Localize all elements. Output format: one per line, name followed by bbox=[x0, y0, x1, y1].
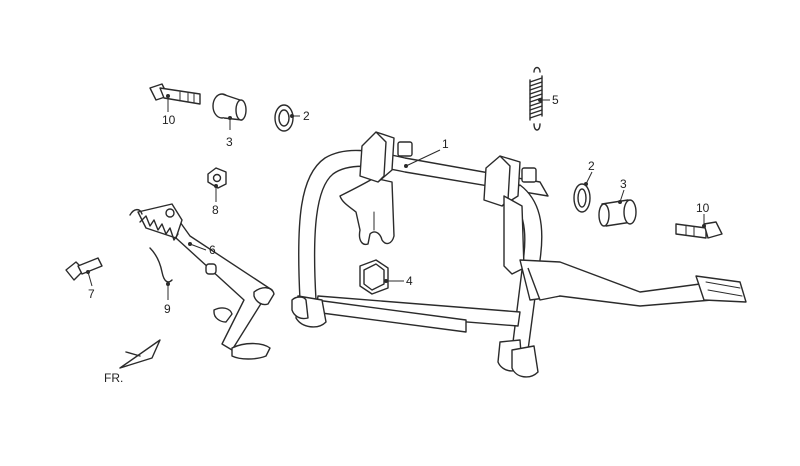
bushing-part-3-right bbox=[598, 199, 637, 227]
spring-part-9 bbox=[129, 208, 179, 283]
front-direction-arrow bbox=[119, 339, 161, 369]
front-label: FR. bbox=[104, 371, 123, 385]
rubber-block-part-4 bbox=[359, 259, 389, 295]
callout-5: 5 bbox=[552, 93, 559, 107]
bolt-part-10-right bbox=[675, 221, 723, 239]
callout-3-left: 3 bbox=[226, 135, 233, 149]
callout-8: 8 bbox=[212, 203, 219, 217]
callout-1: 1 bbox=[442, 137, 449, 151]
leader-lines bbox=[86, 94, 706, 300]
side-stand bbox=[137, 203, 275, 360]
washer-part-2-left bbox=[274, 104, 294, 132]
washer-part-2-right bbox=[573, 183, 591, 213]
callout-2-left: 2 bbox=[303, 109, 310, 123]
callout-6: 6 bbox=[209, 243, 216, 257]
nut-part-8 bbox=[207, 167, 227, 189]
pin-part-6 bbox=[205, 263, 217, 275]
spring-part-5 bbox=[529, 66, 543, 131]
callout-10-left: 10 bbox=[162, 113, 176, 127]
callout-10-right: 10 bbox=[696, 201, 710, 215]
callout-7: 7 bbox=[88, 287, 95, 301]
bushing-part-3-left bbox=[212, 93, 247, 121]
callout-labels: 1 2 3 10 8 5 4 6 7 9 2 3 10 FR. bbox=[88, 93, 710, 385]
bolt-part-7 bbox=[65, 257, 103, 281]
bolt-part-10-left bbox=[149, 83, 201, 105]
callout-2-right: 2 bbox=[588, 159, 595, 173]
callout-4: 4 bbox=[406, 274, 413, 288]
callout-9: 9 bbox=[164, 302, 171, 316]
main-stand bbox=[291, 131, 747, 378]
callout-3-right: 3 bbox=[620, 177, 627, 191]
